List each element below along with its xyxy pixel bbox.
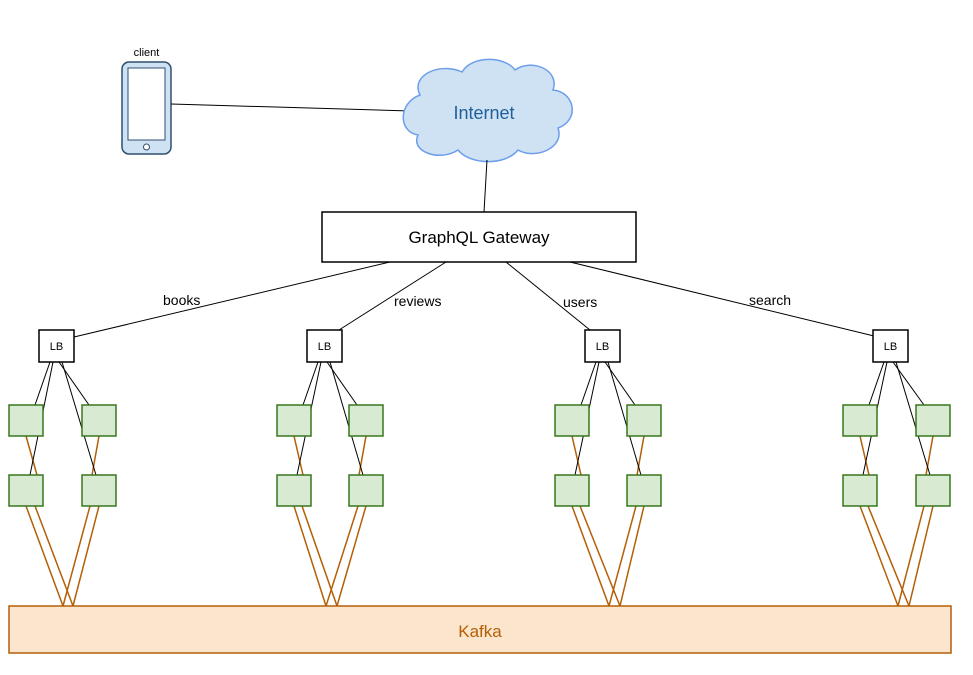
internet-cloud: Internet [402,58,573,163]
client-device: client [121,47,172,155]
gateway-box [321,211,637,263]
lb-link [61,361,97,476]
phone-home-button [143,143,150,151]
service-instance [276,474,312,507]
kafka-link [619,505,645,607]
service-instance [81,404,117,437]
gateway-reviews-link [338,261,447,331]
internet-gateway-link [483,159,488,213]
lb-box [306,329,343,363]
lb-link [607,361,642,476]
lb-label: LB [596,341,609,353]
service-instance [8,474,44,507]
route-label-search: search [749,292,791,308]
lb-reviews: LB [306,329,343,363]
gateway-users-link [505,261,591,331]
kafka-link [579,505,621,607]
lb-link [895,361,931,476]
kafka-link [293,435,304,476]
kafka-link [925,435,934,476]
kafka-box [8,605,952,654]
lb-link [34,361,51,406]
kafka-link [293,505,327,607]
internet-label: Internet [453,103,514,123]
gateway-label: GraphQL Gateway [408,228,550,247]
kafka-links [25,435,934,607]
service-instance [348,474,384,507]
lb-link [580,361,597,406]
lb-users: LB [584,329,621,363]
client-label: client [134,47,160,59]
kafka-link [859,505,899,607]
kafka-link [72,505,100,607]
kafka-link [91,435,100,476]
kafka-link [336,505,367,607]
service-instance [276,404,312,437]
lb-links [29,361,931,476]
service-instance [915,404,951,437]
service-instance [842,404,878,437]
kafka-link [636,435,645,476]
kafka-link [301,505,338,607]
kafka-link [608,505,637,607]
lb-link [868,361,885,406]
kafka-link [62,505,91,607]
phone-screen [127,67,166,141]
service-instance [915,474,951,507]
kafka-link [25,505,64,607]
kafka-link [571,505,610,607]
service-instance [842,474,878,507]
route-label-books: books [163,292,200,308]
lb-label: LB [318,341,331,353]
gateway-books-link [73,261,391,338]
lb-label: LB [884,341,897,353]
service-instance [626,404,662,437]
route-label-users: users [563,294,597,310]
client-internet-link [170,103,411,112]
lb-search: LB [872,329,909,363]
kafka-link [859,435,870,476]
kafka-link [571,435,582,476]
kafka-link [897,505,925,607]
kafka-link [34,505,74,607]
kafka-link [325,505,359,607]
kafka-link [25,435,38,476]
service-instance [8,404,44,437]
lb-box [38,329,75,363]
service-instance [554,474,590,507]
lb-box [872,329,909,363]
service-instance [626,474,662,507]
kafka-link [908,505,934,607]
gateway-search-link [569,261,875,337]
instances [8,404,951,507]
lb-box [584,329,621,363]
service-instance [348,404,384,437]
service-instance [554,404,590,437]
cloud-icon [402,58,573,163]
lb-link [302,361,319,406]
lb-link [329,361,364,476]
kafka-link [358,435,367,476]
lb-label: LB [50,341,63,353]
kafka-bus: Kafka [8,605,952,654]
service-instance [81,474,117,507]
kafka-label: Kafka [458,622,502,641]
kafka-link [867,505,910,607]
graphql-gateway: GraphQL Gateway [321,211,637,263]
route-label-reviews: reviews [394,293,441,309]
lb-books: LB [38,329,75,363]
